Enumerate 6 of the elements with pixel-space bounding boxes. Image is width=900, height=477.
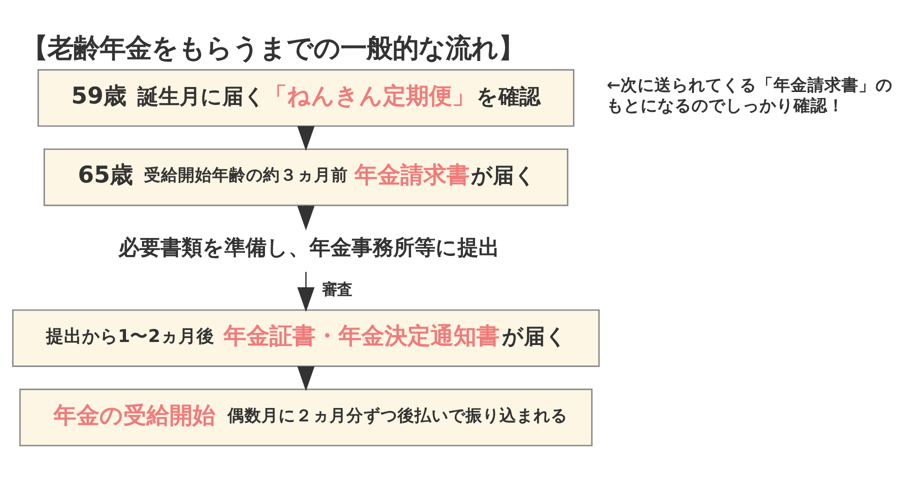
edge-label: 審査 [322,280,352,298]
arrow [297,271,315,312]
diagram-title: 【老齢年金をもらうまでの一般的な流れ】 [22,32,525,64]
node-label: ←次に送られてくる「年金請求書」のもとになるのでしっかり確認！ [606,74,893,115]
node-box: 年金の受給開始 偶数月に２ヵ月分ずつ後払いで振り込まれる [19,388,593,446]
node-text: 必要書類を準備し、年金事務所等に提出 [118,235,500,260]
